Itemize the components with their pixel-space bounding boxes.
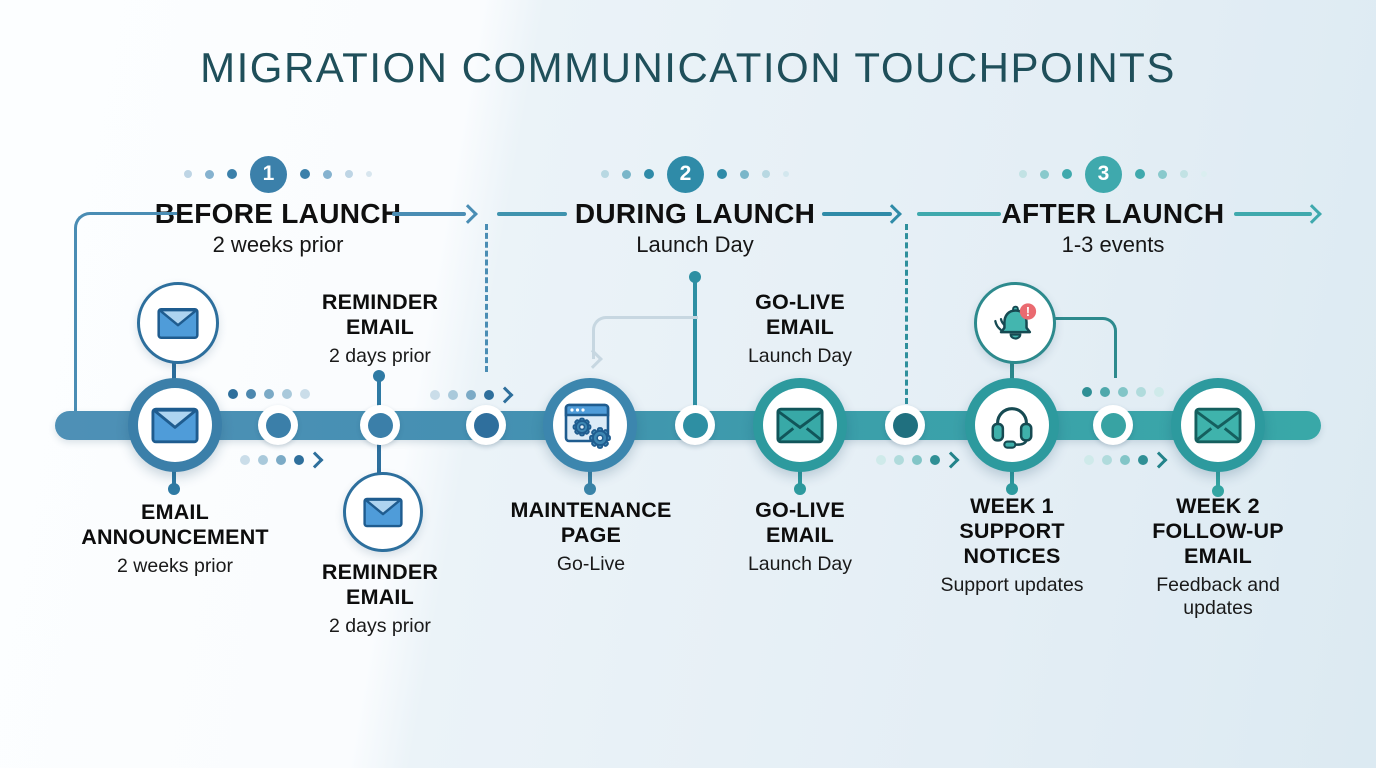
phase-1-timing: 2 weeks prior xyxy=(212,232,344,257)
dot-trail-arrow xyxy=(1084,451,1168,469)
timeline-node-small xyxy=(258,405,298,445)
envelope-icon xyxy=(363,497,403,527)
connector-dot xyxy=(794,483,806,495)
connector-dot xyxy=(168,483,180,495)
timeline-node-reminder xyxy=(360,405,400,445)
dot-trail xyxy=(1082,387,1164,397)
svg-text:!: ! xyxy=(1026,305,1030,319)
reminder-email-satellite xyxy=(343,472,423,552)
headset-icon xyxy=(991,407,1033,449)
phase-2-arrow-line xyxy=(822,212,892,216)
reminder-email-label-top: REMINDER EMAIL 2 days prior xyxy=(321,290,439,367)
phase-2-number-badge: 2 xyxy=(667,155,704,193)
phase-divider-1 xyxy=(485,224,488,372)
phase-1-arrow-icon xyxy=(458,204,478,224)
phase-2-left-line xyxy=(497,212,567,216)
phase-2-arrow-icon xyxy=(882,204,902,224)
phase-3-dots: 3 xyxy=(953,155,1273,193)
envelope-icon xyxy=(151,407,199,443)
phase-3-arrow-line xyxy=(1234,212,1312,216)
connector-stem xyxy=(588,468,592,486)
phase-3-timing: 1-3 events xyxy=(1061,232,1165,257)
phase-2-dots: 2 xyxy=(535,155,855,193)
phase-3-name: AFTER LAUNCH xyxy=(1001,198,1225,229)
envelope-icon xyxy=(1194,407,1242,443)
connector-stem xyxy=(798,468,802,486)
golive-email-label-top: GO-LIVE EMAIL Launch Day xyxy=(747,290,853,367)
week2-followup-label: WEEK 2 FOLLOW-UP EMAIL Feedback and upda… xyxy=(1152,494,1284,619)
dot-trail-arrow xyxy=(876,451,960,469)
maintenance-page-node xyxy=(543,378,637,472)
announcement-email-satellite xyxy=(137,282,219,364)
phase-divider-2 xyxy=(905,224,908,404)
reminder-email-label-bottom: REMINDER EMAIL 2 days prior xyxy=(321,560,439,637)
golive-email-node xyxy=(753,378,847,472)
maintenance-page-label: MAINTENANCE PAGE Go-Live xyxy=(510,498,672,575)
dot-trail xyxy=(228,389,310,399)
connector-stem xyxy=(1010,356,1014,380)
dot-trail-arrow xyxy=(430,386,514,404)
connector-stem xyxy=(377,380,381,407)
connector-dot xyxy=(1212,485,1224,497)
week2-followup-node xyxy=(1171,378,1265,472)
connector-stem xyxy=(693,281,697,407)
email-announcement-node xyxy=(128,378,222,472)
phase-1-header: 1 BEFORE LAUNCH 2 weeks prior xyxy=(118,155,438,258)
phase-2-name: DURING LAUNCH xyxy=(574,198,816,229)
phase-3-arrow-icon xyxy=(1302,204,1322,224)
phase-3-left-line xyxy=(917,212,1001,216)
week1-support-node xyxy=(965,378,1059,472)
phase-1-arrow-line xyxy=(392,212,466,216)
connector-stem xyxy=(1010,468,1014,486)
connector-stem xyxy=(172,355,176,381)
timeline-node-during-launch xyxy=(675,405,715,445)
connector-stem xyxy=(377,443,381,474)
connector-stem xyxy=(172,468,176,486)
connector-dot xyxy=(689,271,701,283)
phase-1-left-connector xyxy=(74,212,177,431)
week1-support-label: WEEK 1 SUPPORT NOTICES Support updates xyxy=(940,494,1084,596)
dot-trail-arrow xyxy=(240,451,324,469)
maintenance-callout-connector xyxy=(592,316,698,359)
phase-3-header: 3 AFTER LAUNCH 1-3 events xyxy=(953,155,1273,258)
email-announcement-label: EMAIL ANNOUNCEMENT 2 weeks prior xyxy=(81,500,269,577)
bell-alert-icon: ! xyxy=(994,303,1037,340)
connector-dot xyxy=(584,483,596,495)
phase-3-number-badge: 3 xyxy=(1085,155,1122,193)
timeline-node-small xyxy=(466,405,506,445)
golive-email-label-bottom: GO-LIVE EMAIL Launch Day xyxy=(747,498,853,575)
phase-2-header: 2 DURING LAUNCH Launch Day xyxy=(535,155,855,258)
maintenance-page-icon xyxy=(564,403,611,449)
connector-stem xyxy=(1216,470,1220,488)
envelope-icon xyxy=(157,307,199,339)
connector-dot xyxy=(1006,483,1018,495)
phase-1-dots: 1 xyxy=(118,155,438,193)
alert-bell-satellite: ! xyxy=(974,282,1056,364)
phase-1-number-badge: 1 xyxy=(250,155,287,193)
page-title: MIGRATION COMMUNICATION TOUCHPOINTS xyxy=(200,44,1176,91)
phase-2-timing: Launch Day xyxy=(636,232,754,257)
envelope-icon xyxy=(776,407,824,443)
timeline-node-small xyxy=(885,405,925,445)
timeline-node-small xyxy=(1093,405,1133,445)
phase-1-name: BEFORE LAUNCH xyxy=(154,198,402,229)
connector-dot xyxy=(373,370,385,382)
bell-callout-connector xyxy=(1052,317,1117,378)
